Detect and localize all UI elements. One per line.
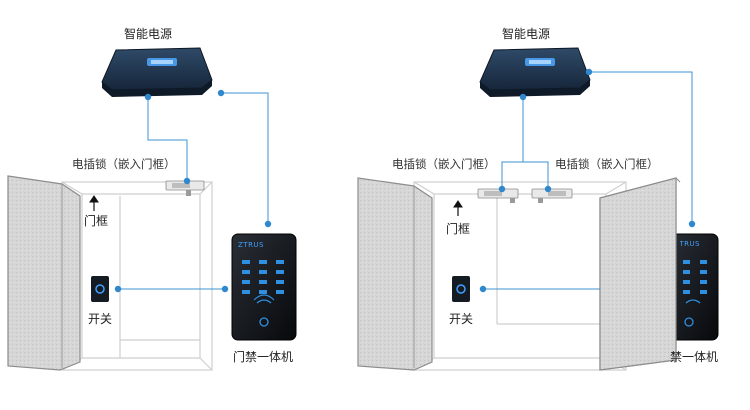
door-frame-box — [413, 181, 627, 371]
lock-label: 电插锁（嵌入门框） — [392, 157, 496, 171]
lock-label: 电插锁（嵌入门框） — [72, 157, 176, 171]
switch-label: 开关 — [449, 312, 474, 326]
door-leaf-left — [357, 177, 433, 371]
power-supply-label: 智能电源 — [502, 27, 551, 41]
device-label-clip: 门禁一体机 — [670, 342, 734, 366]
wire-endpoints — [114, 89, 272, 293]
wires — [118, 92, 269, 290]
device-label: 门禁一体机 — [233, 350, 294, 364]
door-leaf — [7, 175, 81, 371]
device-label: 门禁一体机 — [670, 350, 719, 364]
exit-switch-icon — [91, 276, 109, 302]
frame-label: 门框 — [84, 214, 109, 228]
diagram-left — [7, 47, 297, 371]
device-brand-label: ZTRUS — [238, 241, 265, 249]
switch-label: 开关 — [88, 312, 113, 326]
device-brand-clip: ZTRUS — [680, 236, 716, 248]
access-control-device-icon — [667, 233, 719, 341]
device-brand-label: ZTRUS — [680, 240, 701, 248]
power-supply-icon — [479, 47, 591, 97]
exit-switch-icon — [452, 276, 470, 302]
frame-arrow-icon — [453, 200, 463, 216]
electric-lock-icon — [531, 188, 573, 203]
frame-label: 门框 — [446, 222, 471, 236]
wires — [483, 71, 693, 290]
power-supply-label: 智能电源 — [124, 27, 173, 41]
power-supply-icon — [101, 47, 213, 97]
lock-label: 电插锁（嵌入门框） — [555, 157, 659, 171]
wire-endpoints — [479, 68, 696, 293]
frame-arrow-icon — [89, 195, 99, 211]
diagram-right — [357, 47, 719, 371]
door-frame-box — [61, 181, 213, 371]
electric-lock-icon — [477, 188, 519, 203]
access-control-device-icon — [231, 233, 297, 341]
